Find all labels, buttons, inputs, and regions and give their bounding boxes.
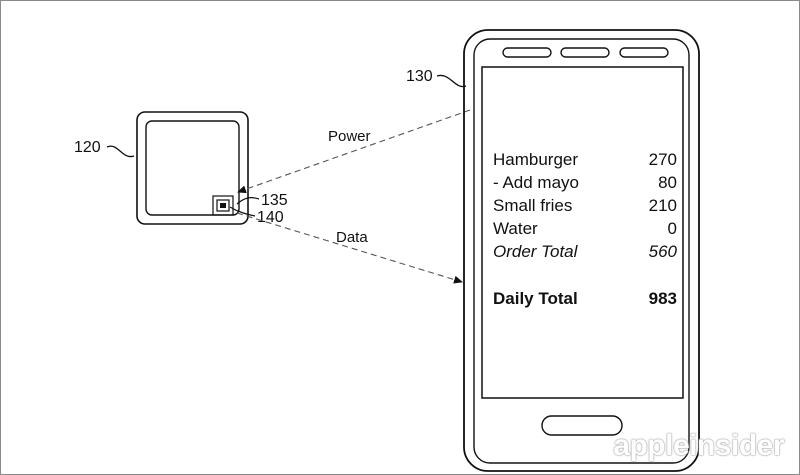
ref-135-leader — [236, 197, 260, 205]
phone-screen — [481, 66, 684, 399]
ref-130-leader — [436, 74, 467, 88]
order-total-label: Order Total — [493, 242, 578, 261]
item-value: 270 — [648, 150, 677, 169]
list-item: Hamburger 270 — [493, 148, 677, 171]
speaker-slot — [502, 47, 552, 58]
list-item: - Add mayo 80 — [493, 171, 677, 194]
order-total-row: Order Total 560 — [493, 240, 677, 263]
daily-total-row: Daily Total 983 — [493, 287, 677, 310]
speaker-slot — [560, 47, 610, 58]
coil-chip — [212, 195, 234, 216]
sensor-device — [136, 111, 249, 225]
home-button — [541, 415, 623, 436]
order-total-value: 560 — [648, 242, 677, 261]
ref-130-label: 130 — [406, 68, 433, 85]
power-arrow — [237, 109, 471, 194]
phone-screen-content: Hamburger 270 - Add mayo 80 Small fries … — [493, 148, 677, 310]
item-name: - Add mayo — [493, 173, 579, 192]
ref-135-label: 135 — [261, 192, 288, 209]
ref-120-leader — [106, 145, 135, 158]
data-label: Data — [336, 229, 368, 246]
phone-device — [463, 29, 700, 472]
list-item: Water 0 — [493, 217, 677, 240]
ref-140-label: 140 — [257, 209, 284, 226]
power-label: Power — [328, 128, 371, 145]
daily-total-value: 983 — [648, 289, 677, 308]
ref-120-label: 120 — [74, 139, 101, 156]
ref-140-leader — [229, 206, 256, 217]
item-value: 0 — [667, 219, 677, 238]
daily-total-label: Daily Total — [493, 289, 578, 308]
speaker-slot — [619, 47, 669, 58]
item-value: 80 — [658, 173, 677, 192]
item-name: Water — [493, 219, 538, 238]
item-name: Hamburger — [493, 150, 579, 169]
watermark-logo: appleinsider — [613, 429, 784, 462]
list-item: Small fries 210 — [493, 194, 677, 217]
item-name: Small fries — [493, 196, 573, 215]
item-value: 210 — [648, 196, 677, 215]
data-arrow — [236, 212, 463, 284]
